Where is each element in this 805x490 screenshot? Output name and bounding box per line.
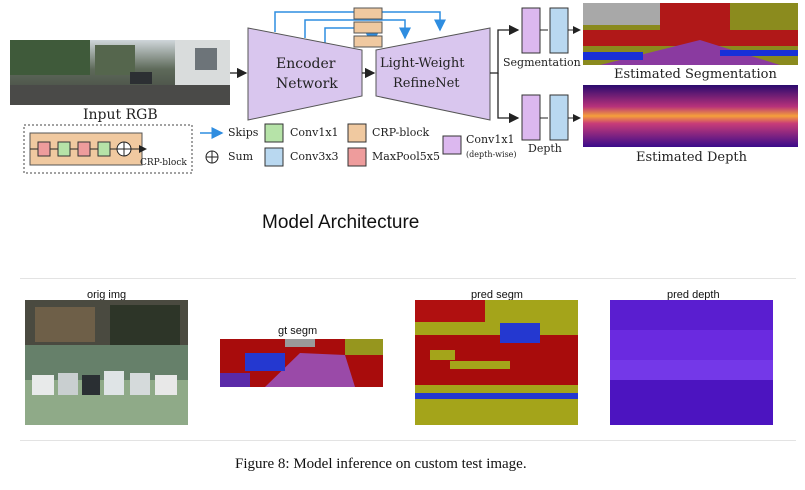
estimated-segmentation-label: Estimated Segmentation — [614, 67, 777, 82]
pred-depth-image — [610, 300, 773, 425]
crp-inset-label: CRP-block — [140, 158, 187, 168]
estimated-depth-label: Estimated Depth — [636, 150, 748, 165]
legend-conv3x3: Conv3x3 — [290, 150, 339, 163]
figure-caption: Figure 8: Model inference on custom test… — [235, 456, 527, 472]
architecture-diagram — [10, 3, 798, 174]
skip-conv-blocks — [353, 7, 383, 48]
estimated-segmentation-image — [583, 3, 798, 65]
panel-title-pred-depth: pred depth — [667, 289, 720, 301]
panel-title-pred-segm: pred segm — [471, 289, 523, 301]
crp-block-inset — [23, 124, 193, 174]
legend-conv1x1-dw-line1: Conv1x1 — [466, 133, 515, 146]
input-rgb-label: Input RGB — [83, 107, 158, 123]
panel-title-gt-segm: gt segm — [278, 325, 318, 337]
panel-title-orig: orig img — [87, 289, 127, 301]
conv1x1-swatch — [264, 123, 284, 143]
crp-swatch — [347, 123, 367, 143]
divider-top — [20, 278, 796, 279]
decoder-block — [375, 27, 491, 121]
inference-panels — [25, 300, 773, 425]
divider-bottom — [20, 440, 796, 441]
legend-sum: Sum — [228, 150, 254, 163]
section-title: Model Architecture — [262, 212, 420, 233]
orig-image — [25, 300, 188, 425]
input-rgb-image — [10, 40, 230, 105]
conv1x1-depthwise-swatch — [442, 135, 462, 155]
pred-segm-image — [415, 300, 578, 425]
depth-branch-label: Depth — [528, 142, 562, 155]
decoder-label-line1: Light-Weight — [380, 56, 465, 71]
conv3x3-swatch — [264, 147, 284, 167]
legend-conv1x1: Conv1x1 — [290, 126, 339, 139]
segmentation-branch-label: Segmentation — [503, 56, 581, 69]
maxpool-swatch — [347, 147, 367, 167]
gt-segm-image — [220, 339, 383, 387]
sum-icon — [205, 150, 219, 164]
depth-head — [521, 94, 581, 141]
decoder-label-line2: RefineNet — [393, 76, 460, 91]
legend-skips: Skips — [228, 126, 259, 139]
estimated-depth-image — [583, 85, 798, 147]
legend-conv1x1-dw-line2: (depth-wise) — [466, 150, 517, 159]
encoder-block — [247, 27, 363, 121]
encoder-label-line1: Encoder — [276, 56, 336, 72]
segmentation-head — [521, 7, 581, 54]
legend-crp: CRP-block — [372, 126, 430, 139]
legend-maxpool: MaxPool5x5 — [372, 150, 440, 163]
encoder-label-line2: Network — [276, 76, 338, 92]
